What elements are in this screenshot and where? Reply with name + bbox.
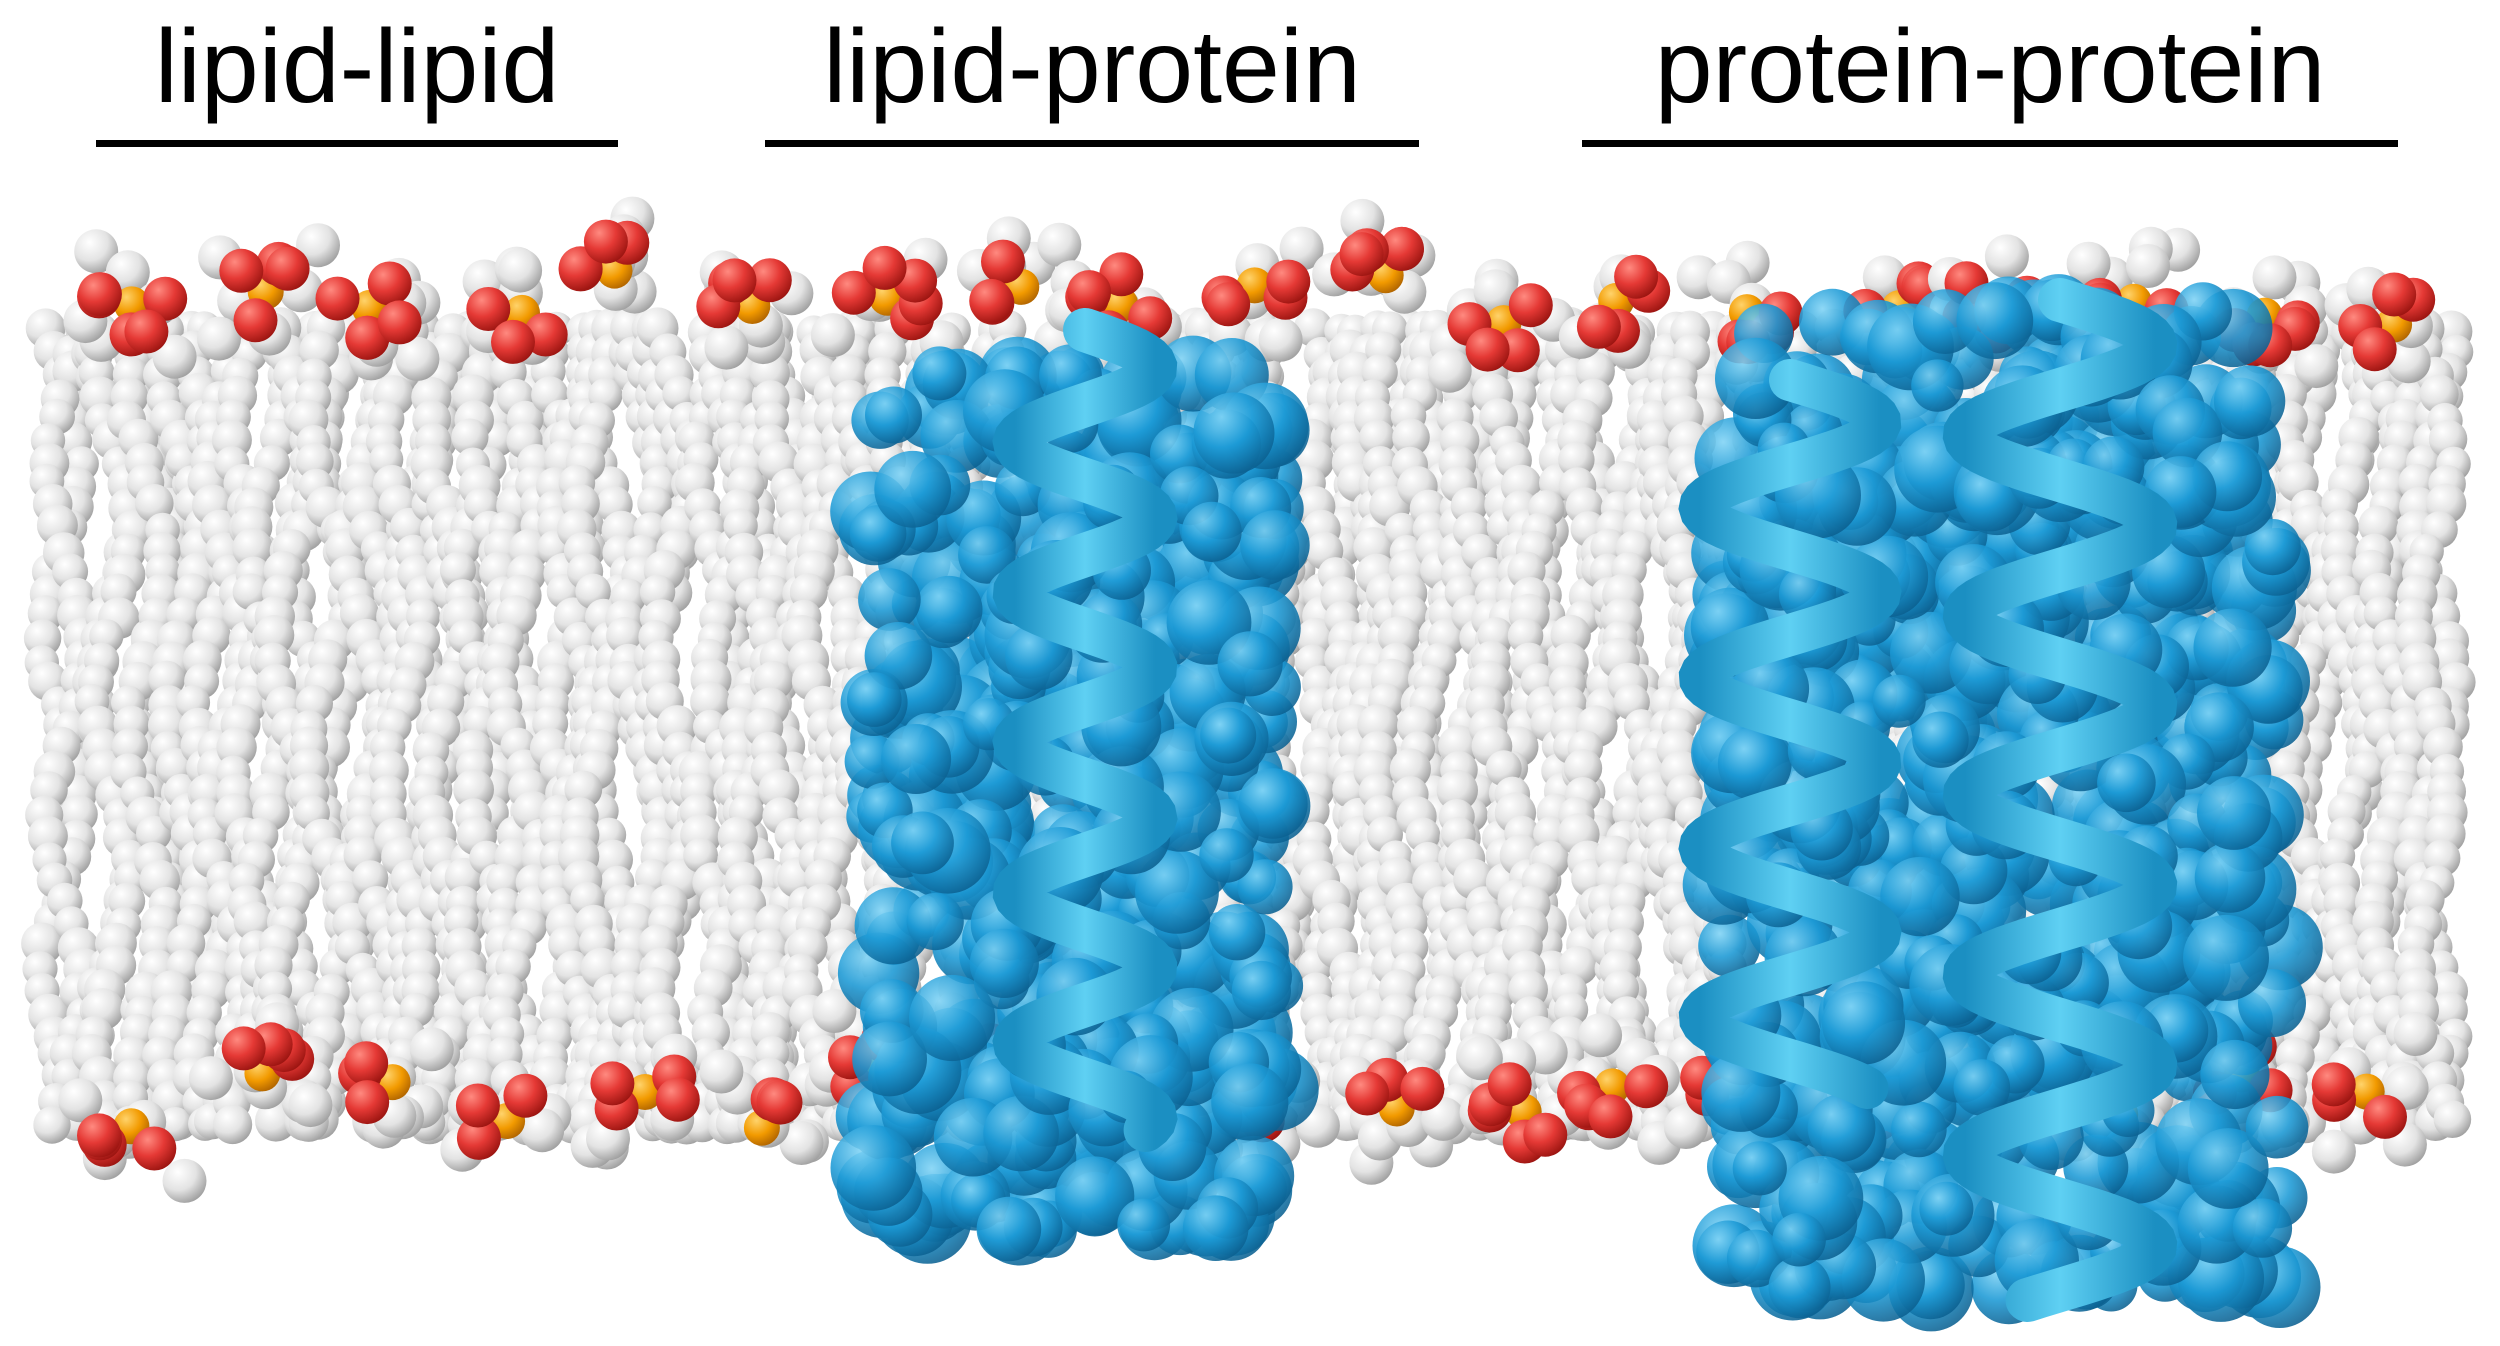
oxygen-atom [344,1041,389,1086]
oxygen-atom [219,248,264,293]
headgroup-atom [498,248,543,293]
headgroup-atom [1258,317,1303,362]
oxygen-atom [233,298,278,343]
membrane-illustration [21,196,2476,1332]
lipid-atom [23,619,62,657]
oxygen-atom [367,261,412,306]
oxygen-atom [1067,270,1112,315]
oxygen-atom [503,1073,548,1118]
oxygen-atom [1266,259,1311,304]
lipid-atom [213,1104,253,1145]
headgroup-atom [2294,344,2339,389]
lipid-lipid-label: lipid-lipid [154,9,560,125]
headgroup-atom [409,1027,454,1072]
lipid-protein-label-group: lipid-protein [765,12,1419,147]
headgroup-atom [288,1083,333,1128]
lipid-atom [233,901,274,942]
lipid-protein-label: lipid-protein [823,9,1361,125]
oxygen-atom [981,239,1025,284]
lipid-atom [136,815,172,852]
lipid-atom [637,486,672,521]
oxygen-atom [1614,254,1659,299]
lipid-atom [2433,1100,2472,1138]
oxygen-atom [583,219,628,264]
oxygen-atom [265,246,310,291]
lipid-atom [453,769,494,810]
lipid-atom [690,681,731,722]
headgroup-atom [1427,348,1472,393]
headgroup-atom [699,1049,744,1094]
headgroup-atom [162,1158,207,1203]
oxygen-atom [132,1126,177,1171]
oxygen-atom [77,272,122,317]
headgroup-atom [810,313,855,358]
headgroup-atom [188,1056,233,1101]
oxygen-atom [862,245,907,290]
headgroup-atom [704,325,749,370]
lipid-protein-underline [765,140,1419,147]
oxygen-atom [712,258,757,303]
headgroup-atom [2252,255,2297,300]
oxygen-atom [758,1080,803,1125]
oxygen-atom [590,1061,635,1106]
lipid-lipid-label-group: lipid-lipid [96,12,618,147]
lipid-atom [439,551,476,589]
oxygen-atom [315,276,360,321]
oxygen-atom [1508,283,1553,328]
oxygen-atom [1339,232,1384,277]
lipid-atom [33,1106,71,1144]
lipid-atom [232,573,270,611]
oxygen-atom [491,319,535,364]
oxygen-atom [2352,327,2397,372]
oxygen-atom [77,1113,121,1158]
oxygen-atom [1206,282,1251,327]
oxygen-atom [655,1077,700,1122]
protein-protein-label-group: protein-protein [1582,12,2398,147]
oxygen-atom [124,309,169,354]
oxygen-atom [1576,304,1621,349]
oxygen-atom [969,278,1014,323]
lipid-lipid-underline [96,140,618,147]
header: lipid-lipid lipid-protein protein-protei… [0,0,2500,150]
headgroup-atom [2126,244,2170,288]
oxygen-atom [221,1026,266,1071]
oxygen-atom [377,300,422,345]
protein-protein-label: protein-protein [1654,9,2326,125]
lipid-atom [451,418,489,456]
protein-protein-underline [1582,140,2398,147]
oxygen-atom [455,1083,500,1128]
headgroup-atom [1037,222,1082,267]
oxygen-atom [2372,272,2417,317]
oxygen-atom [1465,327,1510,372]
oxygen-atom [345,1080,390,1125]
lipid-atom [232,528,273,569]
headgroup-atom [1984,234,2029,279]
